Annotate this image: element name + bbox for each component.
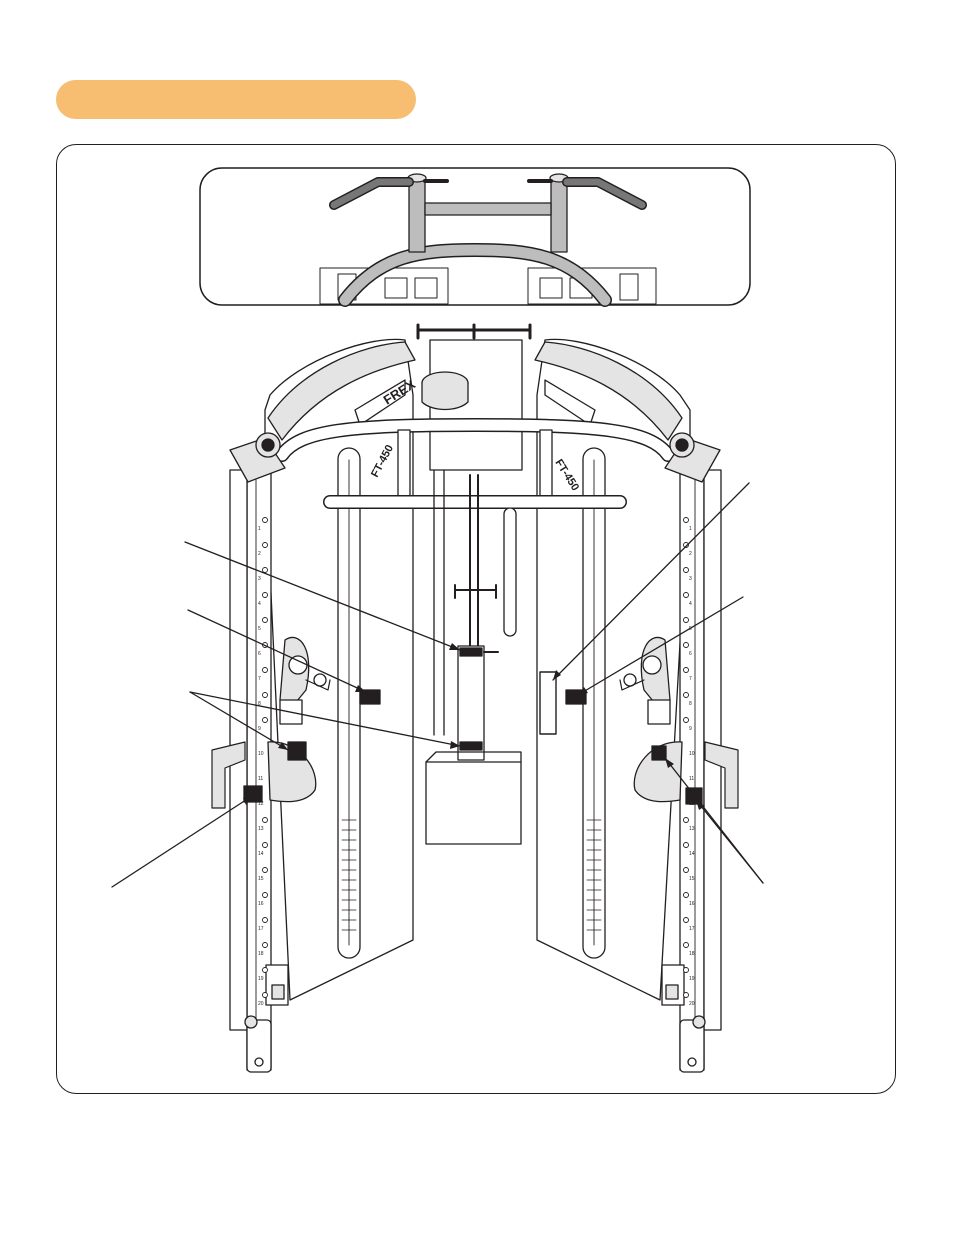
scale-number: 7 — [258, 676, 261, 682]
scale-number: 20 — [689, 1001, 695, 1007]
scale-number: 3 — [258, 576, 261, 582]
scale-number: 1 — [258, 526, 261, 532]
callout-leader-2 — [187, 609, 367, 693]
callout-leaders — [111, 482, 764, 888]
scale-number: 13 — [689, 826, 695, 832]
scale-number: 9 — [258, 726, 261, 732]
scale-number: 15 — [258, 876, 264, 882]
callout-leader-6 — [577, 596, 744, 696]
scale-number: 6 — [258, 651, 261, 657]
scale-number: 2 — [258, 551, 261, 557]
scale-number: 9 — [689, 726, 692, 732]
right-adjustable-upright — [619, 432, 739, 1073]
callout-leader-3a — [189, 691, 289, 751]
section-header-pill — [56, 80, 416, 119]
callout-leader-3b — [189, 691, 461, 747]
scale-number: 5 — [258, 626, 261, 632]
scale-number: 12 — [258, 801, 264, 807]
callout-leader-5 — [552, 482, 750, 681]
scale-number: 6 — [689, 651, 692, 657]
scale-number: 8 — [258, 701, 261, 707]
scale-number: 5 — [689, 626, 692, 632]
scale-number: 18 — [689, 951, 695, 957]
left-adjustable-upright — [211, 432, 331, 1073]
scale-number: 10 — [258, 751, 264, 757]
scale-number: 14 — [258, 851, 264, 857]
inset-pullup-detail — [199, 167, 751, 307]
scale-number: 3 — [689, 576, 692, 582]
scale-number: 2 — [689, 551, 692, 557]
scale-number: 20 — [258, 1001, 264, 1007]
scale-number: 4 — [258, 601, 261, 607]
callout-leader-4 — [111, 795, 253, 888]
scale-number: 7 — [689, 676, 692, 682]
scale-number: 16 — [258, 901, 264, 907]
callout-leader-7b — [695, 799, 764, 884]
scale-number: 1 — [689, 526, 692, 532]
scale-number: 17 — [689, 926, 695, 932]
scale-number: 15 — [689, 876, 695, 882]
scale-number: 19 — [689, 976, 695, 982]
scale-number: 14 — [689, 851, 695, 857]
scale-number: 18 — [258, 951, 264, 957]
scale-number: 11 — [258, 776, 263, 782]
illustration-frame — [56, 144, 896, 1094]
scale-number: 10 — [689, 751, 695, 757]
scale-number: 17 — [258, 926, 264, 932]
scale-number: 19 — [258, 976, 264, 982]
callout-leader-1 — [184, 541, 461, 651]
scale-number: 12 — [689, 801, 695, 807]
scale-number: 4 — [689, 601, 692, 607]
functional-trainer: FREX FT-450 FT-450 — [211, 323, 739, 1073]
scale-number: 16 — [689, 901, 695, 907]
scale-number: 13 — [258, 826, 264, 832]
scale-number: 11 — [689, 776, 694, 782]
scale-number: 8 — [689, 701, 692, 707]
